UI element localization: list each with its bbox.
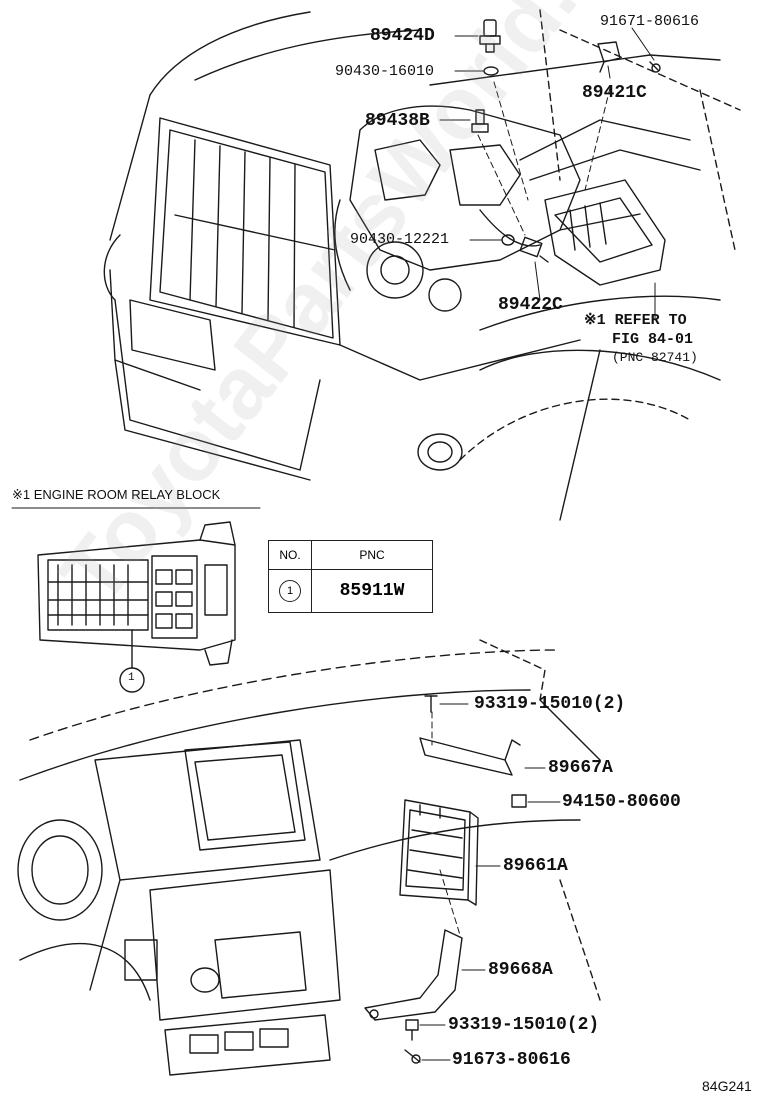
part-label-90430-16010[interactable]: 90430-16010 [335, 63, 435, 80]
figure-id: 84G241 [702, 1078, 752, 1094]
sensor-89424D-icon [479, 19, 501, 53]
ecu-89661A-icon [399, 799, 479, 906]
sensor-89422C-icon [519, 236, 549, 263]
leader-lines-top [439, 27, 656, 319]
part-label-91671-80616[interactable]: 91671-80616 [600, 13, 700, 30]
washer-90430-12221-icon [501, 234, 515, 246]
leader-lines-bottom [419, 703, 561, 1061]
part-label-89668A[interactable]: 89668A [488, 960, 553, 980]
part-label-93319-15010-top[interactable]: 93319-15010(2) [474, 694, 626, 714]
bolt-93319-top-icon [424, 695, 438, 713]
pnc-table-row-no: 1 [268, 569, 312, 613]
pnc-row-callout-circle: 1 [279, 580, 301, 602]
reference-fig-link[interactable]: FIG 84-01 [612, 331, 694, 348]
pnc-value-85911W[interactable]: 85911W [339, 581, 405, 601]
dashboard-illustration [17, 639, 601, 1076]
bolt-91673-80616-icon [404, 1049, 421, 1064]
nut-94150-80600-icon [511, 794, 527, 808]
reference-line-1: ※1 REFER TO [584, 312, 687, 329]
pnc-table-header-pnc: PNC [311, 540, 433, 570]
part-label-89667A[interactable]: 89667A [548, 758, 613, 778]
bolt-93319-bottom-icon [405, 1019, 419, 1041]
pnc-table-row-pnc[interactable]: 85911W [311, 569, 433, 613]
relay-block-callout-number[interactable]: 1 [128, 672, 135, 684]
relay-block-caption: ※1 ENGINE ROOM RELAY BLOCK [12, 487, 221, 502]
bolt-91671-80616-icon [649, 61, 661, 73]
part-label-93319-15010-bottom[interactable]: 93319-15010(2) [448, 1015, 600, 1035]
part-label-90430-12221[interactable]: 90430-12221 [350, 231, 450, 248]
part-label-89424D[interactable]: 89424D [370, 26, 435, 46]
part-label-91673-80616[interactable]: 91673-80616 [452, 1050, 571, 1070]
pnc-table-header-no: NO. [268, 540, 312, 570]
bracket-89667A-icon [419, 737, 521, 776]
relay-block-illustration [37, 521, 236, 693]
sensor-89421C-icon [597, 41, 621, 73]
bracket-89668A-icon [364, 929, 463, 1021]
part-label-89661A[interactable]: 89661A [503, 856, 568, 876]
part-label-89421C[interactable]: 89421C [582, 83, 647, 103]
part-label-89438B[interactable]: 89438B [365, 111, 430, 131]
part-label-94150-80600[interactable]: 94150-80600 [562, 792, 681, 812]
pnc-table: NO. PNC 1 85911W [268, 540, 433, 613]
washer-90430-16010-icon [483, 66, 499, 76]
part-label-89422C[interactable]: 89422C [498, 295, 563, 315]
sensor-89438B-icon [471, 109, 489, 133]
reference-pnc: (PNC 82741) [612, 350, 698, 365]
